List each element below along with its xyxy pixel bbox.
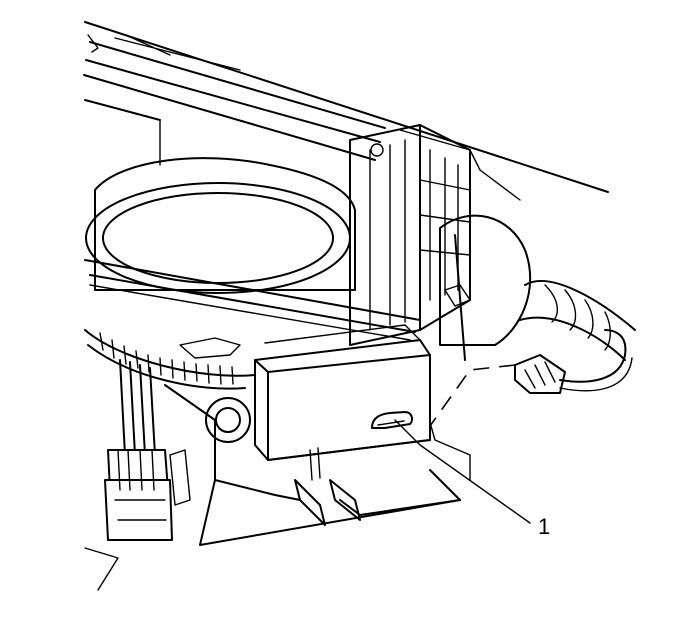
instrument-panel-upper — [83, 21, 609, 201]
blower-housing — [84, 157, 421, 341]
callout-1-label: 1 — [538, 514, 550, 539]
callout-1: 1 — [394, 419, 550, 539]
wiring-harness-conduit — [519, 280, 636, 361]
mounting-tabs — [294, 447, 361, 526]
mounting-bracket — [349, 124, 471, 346]
side-duct — [439, 214, 532, 361]
lower-housing — [164, 384, 471, 546]
connector-leader — [84, 547, 119, 591]
blower-fan-fins — [84, 329, 256, 390]
resistor-pigtail-connector — [419, 329, 633, 441]
blower-motor-connector — [104, 359, 173, 541]
blower-motor-resistor — [254, 324, 431, 461]
